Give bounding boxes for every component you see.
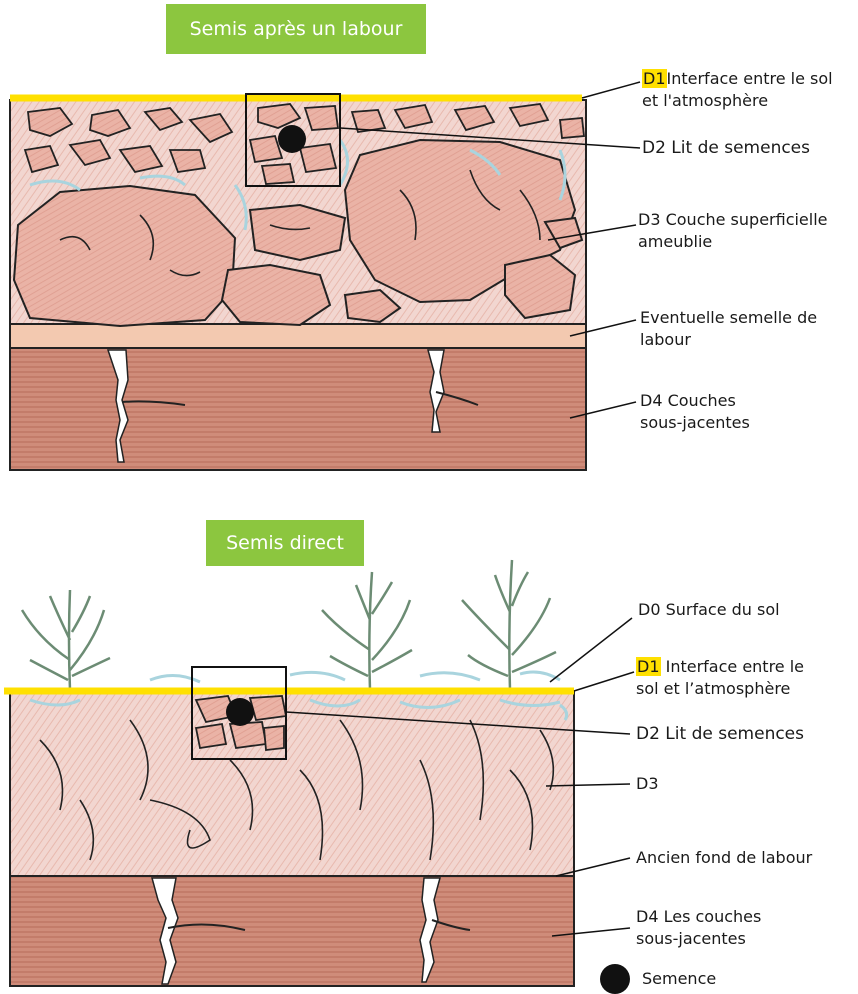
- bottom-seedbed-clod: [250, 696, 286, 720]
- bottom-label-d0: D0 Surface du sol: [638, 599, 780, 621]
- top-panel-title: Semis après un labour: [166, 4, 426, 54]
- top-large-clod: [14, 186, 235, 326]
- bottom-label-d1: D1 Interface entre le sol et l’atmosphèr…: [636, 656, 804, 700]
- bottom-label-ancien: Ancien fond de labour: [636, 847, 812, 869]
- bottom-label-d4-line1: D4 Les couches: [636, 907, 761, 926]
- bottom-label-d1-code: D1: [636, 657, 661, 676]
- bottom-label-d1-line1: Interface entre le: [666, 657, 804, 676]
- bottom-seedbed-clod: [196, 724, 226, 748]
- legend-seed-icon: [600, 964, 630, 994]
- top-label-d4: D4 Couches sous-jacentes: [640, 390, 750, 434]
- top-seed: [278, 125, 306, 153]
- top-label-d1: D1Interface entre le sol et l'atmosphère: [642, 68, 833, 112]
- legend-semence-label: Semence: [642, 968, 716, 990]
- bottom-soil-profile: [4, 560, 634, 986]
- top-label-d4-line1: D4 Couches: [640, 391, 736, 410]
- bottom-topsoil-layer: [10, 692, 574, 876]
- bottom-label-d4: D4 Les couches sous-jacentes: [636, 906, 761, 950]
- top-label-d4-line2: sous-jacentes: [640, 413, 750, 432]
- bottom-plant: [322, 572, 412, 690]
- top-label-d2: D2 Lit de semences: [642, 137, 810, 159]
- bottom-subsoil-layer: [10, 876, 574, 986]
- bottom-label-d2: D2 Lit de semences: [636, 723, 804, 745]
- top-soil-profile: [10, 82, 640, 470]
- bottom-panel-title: Semis direct: [206, 520, 364, 566]
- bottom-label-d3: D3: [636, 773, 659, 795]
- bottom-plant: [22, 590, 110, 690]
- top-small-clod: [560, 118, 584, 138]
- top-plough-pan-layer: [10, 324, 586, 348]
- top-label-d1-line2: et l'atmosphère: [642, 91, 768, 110]
- bottom-seedbed-clod: [230, 722, 266, 748]
- bottom-plant: [462, 560, 556, 690]
- top-label-d1-code: D1: [642, 69, 667, 88]
- top-label-semelle-line1: Eventuelle semelle de: [640, 308, 817, 327]
- top-label-semelle: Eventuelle semelle de labour: [640, 307, 817, 351]
- top-label-d1-line1: Interface entre le sol: [667, 69, 833, 88]
- top-seedbed-clod: [262, 164, 294, 184]
- top-clod: [222, 265, 330, 325]
- top-clod: [250, 205, 345, 260]
- bottom-seed: [226, 698, 254, 726]
- top-label-d3-line1: D3 Couche superficielle: [638, 210, 828, 229]
- bottom-label-d1-line2: sol et l’atmosphère: [636, 679, 790, 698]
- top-label-d3-line2: ameublie: [638, 232, 712, 251]
- top-seedbed-clod: [300, 144, 336, 172]
- top-label-d3: D3 Couche superficielle ameublie: [638, 209, 828, 253]
- top-label-semelle-line2: labour: [640, 330, 691, 349]
- bottom-label-d4-line2: sous-jacentes: [636, 929, 746, 948]
- bottom-pointer-d0: [550, 618, 632, 682]
- bottom-seedbed-clod: [264, 726, 284, 750]
- top-pointer-d1: [582, 82, 640, 98]
- top-seedbed-clod: [305, 106, 338, 130]
- top-subsoil-layer: [10, 348, 586, 470]
- bottom-pointer-d1: [574, 672, 634, 691]
